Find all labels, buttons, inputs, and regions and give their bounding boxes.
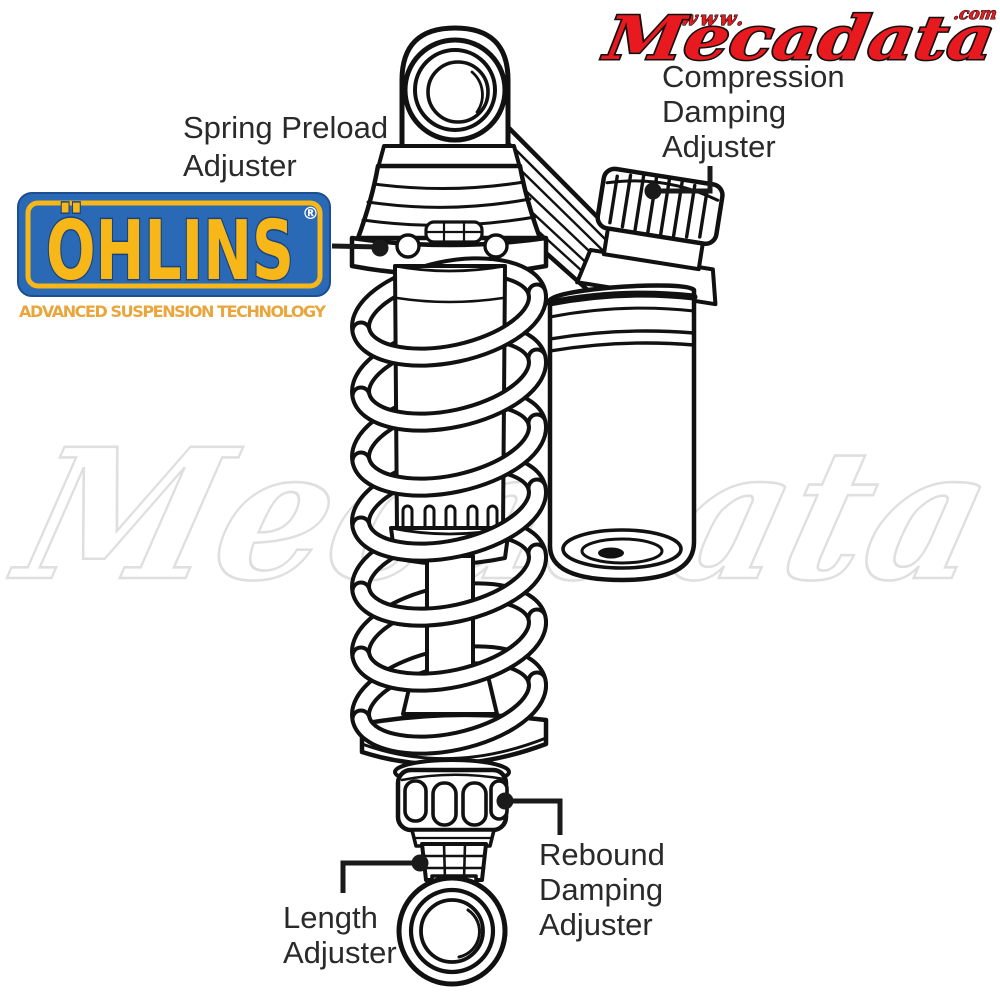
top-eyelet xyxy=(376,25,522,170)
rebound-label: Rebound Damping Adjuster xyxy=(539,837,673,942)
compression-label-line2: Damping xyxy=(662,94,786,129)
ohlins-badge-inner-border xyxy=(25,200,323,289)
compression-label-line3: Adjuster xyxy=(662,129,776,164)
mecadata-logo-com: .com xyxy=(952,4,998,23)
spring-preload-label-line1: Spring Preload xyxy=(183,110,388,145)
ohlins-registered-mark: ® xyxy=(302,204,319,224)
mecadata-logo: www. .com Mecadata xyxy=(596,2,1000,76)
reservoir-end-cap xyxy=(561,528,683,570)
spring-preload-label-line2: Adjuster xyxy=(183,148,297,183)
rebound-label-line2: Damping xyxy=(539,872,663,907)
length-anchor-dot xyxy=(411,854,429,872)
spring-preload-anchor-dot xyxy=(371,239,389,257)
spring-preload-label: Spring Preload Adjuster xyxy=(183,110,397,183)
mecadata-logo-www: www. xyxy=(679,7,748,30)
bottom-eyelet xyxy=(396,875,508,987)
ohlins-badge-background xyxy=(17,192,331,297)
rebound-label-line1: Rebound xyxy=(539,837,665,872)
rebound-label-line3: Adjuster xyxy=(539,907,653,942)
ohlins-badge-wordmark: ÖHLINS xyxy=(46,203,294,299)
ohlins-tagline: ADVANCED SUSPENSION TECHNOLOGY xyxy=(19,302,327,321)
compression-label-line1: Compression xyxy=(662,59,845,94)
length-label-line1: Length xyxy=(283,900,378,935)
length-leader-line xyxy=(340,860,420,893)
ohlins-badge: ÖHLINS ® ADVANCED SUSPENSION TECHNOLOGY xyxy=(17,192,331,321)
compression-knob xyxy=(575,166,725,307)
mecadata-logo-name: Mecadata xyxy=(598,3,1000,74)
rebound-knob xyxy=(393,758,511,848)
callout-leaders xyxy=(331,166,713,893)
compression-anchor-dot xyxy=(644,182,662,200)
compression-leader-line xyxy=(653,166,713,194)
compression-label: Compression Damping Adjuster xyxy=(662,59,853,164)
rebound-anchor-dot xyxy=(496,792,514,810)
length-label: Length Adjuster xyxy=(283,900,397,970)
coil-spring-front xyxy=(350,282,548,756)
reservoir xyxy=(546,283,698,583)
rebound-leader-line xyxy=(505,798,563,835)
shock-illustration xyxy=(349,25,725,987)
length-label-line2: Adjuster xyxy=(283,935,397,970)
